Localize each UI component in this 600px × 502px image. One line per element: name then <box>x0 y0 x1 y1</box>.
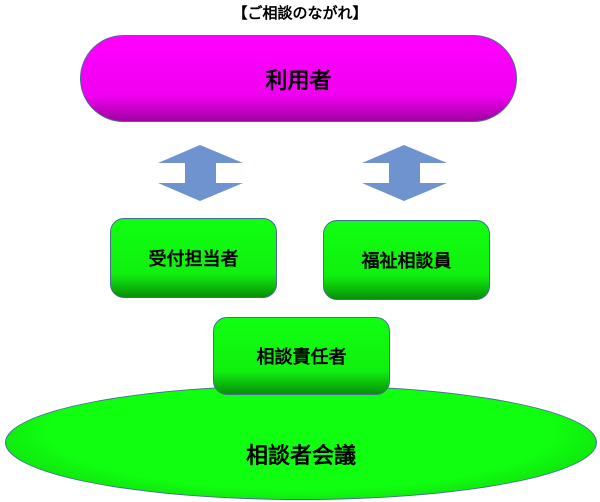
node-meeting: 相談者会議 <box>5 385 597 500</box>
node-reception: 受付担当者 <box>110 218 277 298</box>
double-arrow-icon <box>362 145 447 201</box>
node-meeting-label: 相談者会議 <box>245 443 356 469</box>
double-arrow-icon <box>158 145 243 201</box>
node-user: 利用者 <box>80 35 517 122</box>
node-welfare: 福祉相談員 <box>323 220 490 300</box>
node-manager: 相談責任者 <box>213 317 390 395</box>
diagram-title: 【ご相談のながれ】 <box>232 4 368 22</box>
